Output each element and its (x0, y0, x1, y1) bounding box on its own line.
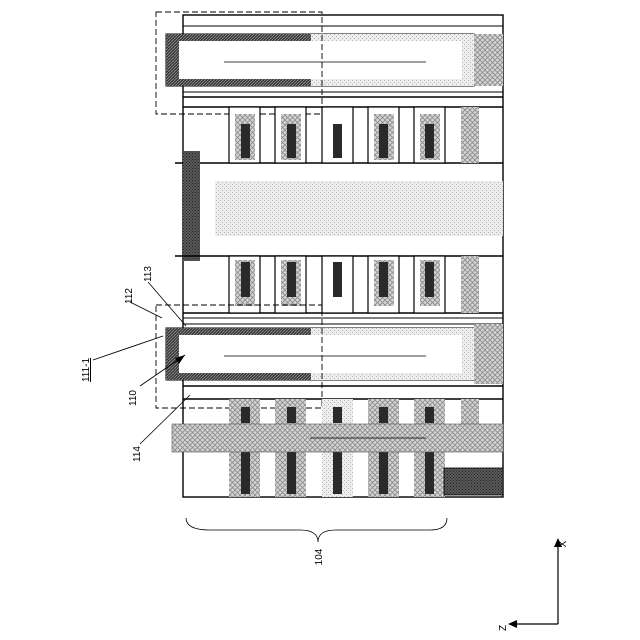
top-gate-structure (166, 26, 503, 97)
upper-fin-row (175, 107, 503, 163)
gate-structure-110 (166, 318, 503, 386)
label-111-1: 111-1 (81, 358, 92, 383)
fin-cell (368, 256, 399, 313)
z-arrow-icon (508, 620, 517, 628)
label-113: 113 (143, 266, 154, 282)
fin-cell (275, 107, 306, 163)
bottom-fin-row (172, 399, 503, 497)
fin-cell (414, 256, 445, 313)
middle-region (183, 151, 503, 261)
label-114: 114 (132, 446, 143, 462)
label-110: 110 (128, 390, 139, 406)
fin-cell (275, 256, 306, 313)
axis-x-label: X (558, 540, 569, 547)
fin-cell (414, 107, 445, 163)
fin-cell (322, 107, 353, 163)
fin-cell (229, 256, 260, 313)
axis-indicator (508, 538, 562, 628)
fin-cell (322, 256, 353, 313)
label-104: 104 (314, 548, 325, 565)
lower-fin-row (175, 256, 503, 313)
fin-cell (229, 107, 260, 163)
axis-z-label: Z (498, 625, 509, 631)
label-112: 112 (124, 288, 135, 304)
fin-cell (368, 107, 399, 163)
